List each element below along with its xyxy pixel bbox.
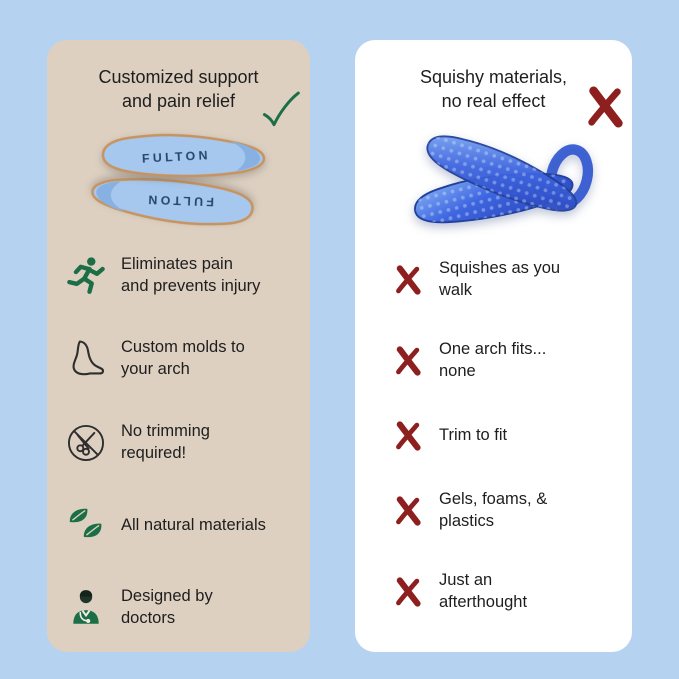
drawback-label: One arch fits... none — [439, 340, 547, 381]
gel-insoles-illustration — [409, 127, 593, 237]
cons-card: Squishy materials, no real effect — [355, 40, 632, 652]
benefit-label: Custom molds to your arch — [121, 338, 245, 379]
benefit-item: Eliminates pain and prevents injury — [65, 254, 302, 298]
benefits-list: Eliminates pain and prevents injury Cust… — [65, 254, 302, 670]
drawback-label: Gels, foams, & plastics — [439, 489, 548, 530]
benefit-item: No trimming required! — [65, 421, 302, 465]
drawback-item: One arch fits... none — [393, 339, 624, 383]
product-brand-label: FULTON — [144, 193, 213, 209]
benefit-label: Eliminates pain and prevents injury — [121, 254, 261, 295]
x-icon — [393, 496, 423, 526]
benefit-label: All natural materials — [121, 515, 266, 534]
benefit-label: Designed by doctors — [121, 587, 213, 628]
fulton-insoles-image: FULTON FULTON — [77, 130, 281, 236]
pros-card: Customized support and pain relief FULTO… — [47, 40, 310, 652]
leaves-icon — [65, 504, 107, 546]
product-brand-label: FULTON — [141, 148, 210, 166]
benefit-item: Custom molds to your arch — [65, 337, 302, 381]
x-icon — [393, 265, 423, 295]
drawback-item: Just an afterthought — [393, 570, 624, 614]
fulton-insole-bottom: FULTON — [90, 177, 254, 226]
cons-title: Squishy materials, no real effect — [419, 67, 568, 111]
foot-icon — [65, 338, 107, 380]
drawback-item: Squishes as you walk — [393, 258, 624, 302]
pros-title: Customized support and pain relief — [98, 67, 259, 111]
benefit-item: All natural materials — [65, 504, 302, 546]
benefit-label: No trimming required! — [121, 421, 210, 462]
drawback-item: Trim to fit — [393, 421, 624, 451]
x-icon — [393, 577, 423, 607]
x-icon — [393, 421, 423, 451]
no-scissors-icon — [65, 422, 107, 464]
x-icon — [393, 346, 423, 376]
doctor-icon — [65, 587, 107, 629]
runner-icon — [65, 255, 107, 297]
drawback-item: Gels, foams, & plastics — [393, 489, 624, 533]
benefit-item: Designed by doctors — [65, 586, 302, 630]
drawback-label: Squishes as you walk — [439, 258, 561, 299]
drawback-label: Trim to fit — [439, 426, 508, 445]
drawbacks-list: Squishes as you walk One arch fits... no… — [393, 258, 624, 652]
gel-insoles-image — [381, 116, 607, 248]
fulton-insole-top: FULTON — [101, 133, 265, 178]
drawback-label: Just an afterthought — [439, 571, 528, 612]
